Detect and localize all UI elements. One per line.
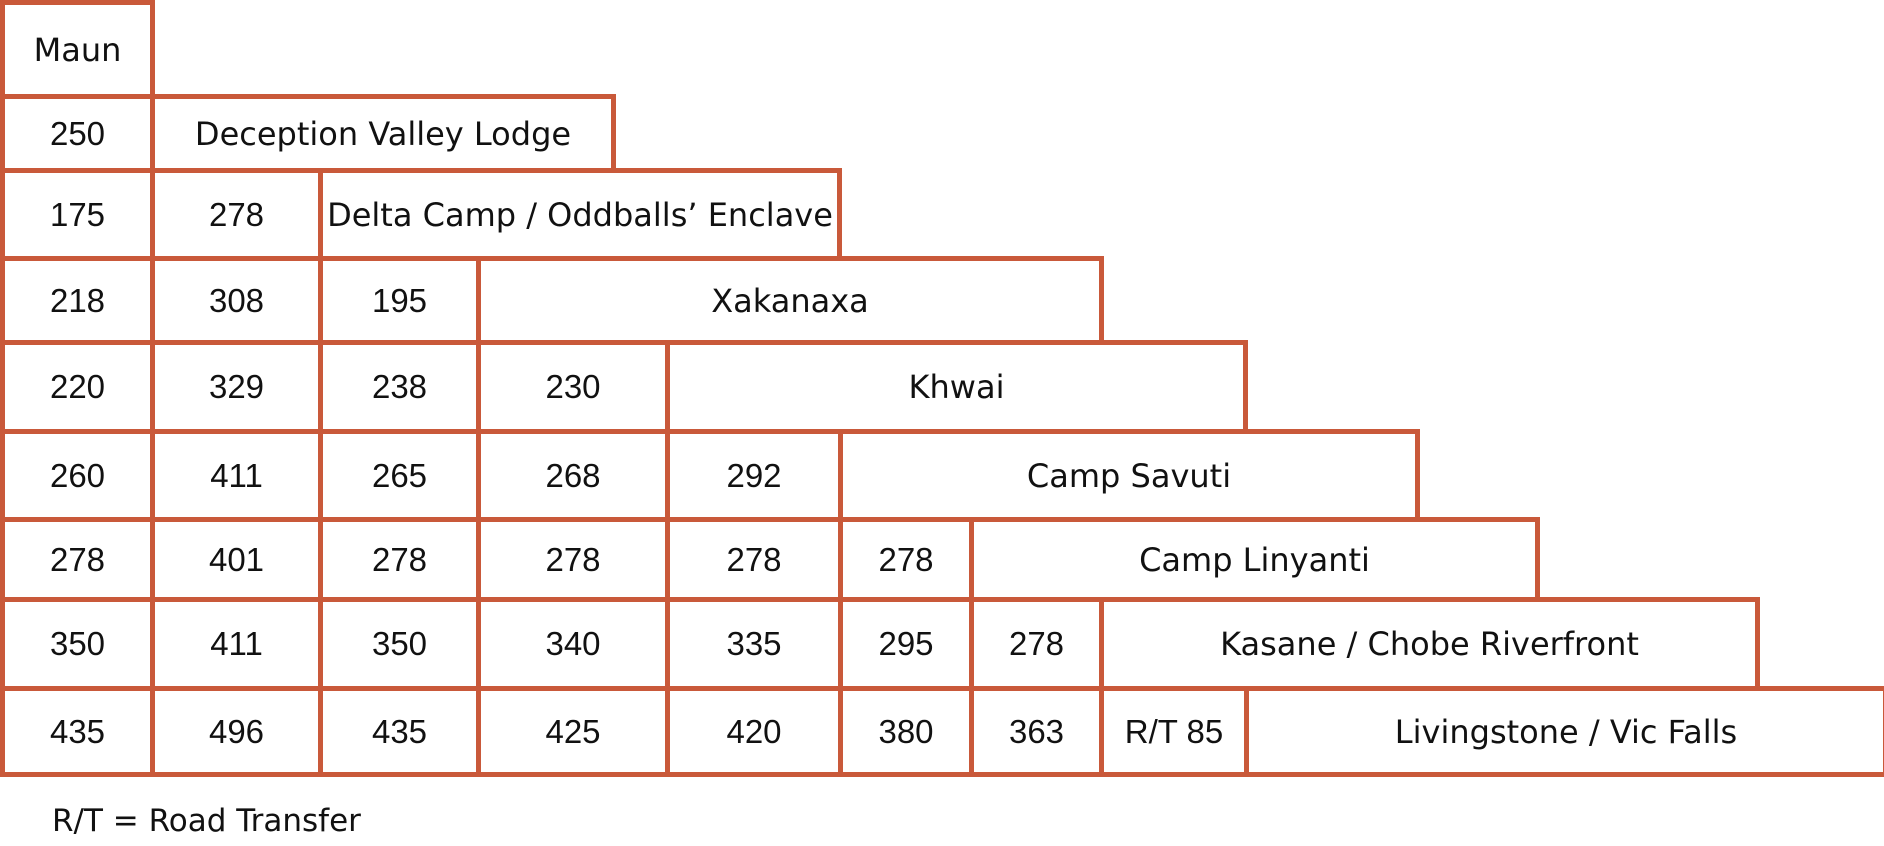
distance-cell: 220 bbox=[0, 340, 155, 434]
distance-cell: 278 bbox=[318, 517, 481, 602]
distance-cell: 175 bbox=[0, 168, 155, 261]
distance-cell: 292 bbox=[665, 429, 843, 522]
distance-cell: 435 bbox=[318, 686, 481, 777]
destination-label: Xakanaxa bbox=[476, 256, 1104, 345]
distance-cell: 420 bbox=[665, 686, 843, 777]
destination-label: Deception Valley Lodge bbox=[150, 94, 616, 173]
destination-label: Kasane / Chobe Riverfront bbox=[1099, 597, 1760, 691]
distance-cell: 308 bbox=[150, 256, 323, 345]
distance-cell: 435 bbox=[0, 686, 155, 777]
distance-cell: 278 bbox=[0, 517, 155, 602]
distance-cell: 268 bbox=[476, 429, 670, 522]
distance-cell: 380 bbox=[838, 686, 974, 777]
distance-cell: 278 bbox=[476, 517, 670, 602]
distance-cell: 218 bbox=[0, 256, 155, 345]
distance-cell: 238 bbox=[318, 340, 481, 434]
distance-cell: 401 bbox=[150, 517, 323, 602]
distance-cell: 340 bbox=[476, 597, 670, 691]
distance-cell: 350 bbox=[318, 597, 481, 691]
footnote: R/T = Road Transfer bbox=[52, 803, 361, 839]
distance-cell: 425 bbox=[476, 686, 670, 777]
distance-cell: 350 bbox=[0, 597, 155, 691]
distance-cell: 265 bbox=[318, 429, 481, 522]
distance-cell: 295 bbox=[838, 597, 974, 691]
destination-label: Delta Camp / Oddballs’ Enclave bbox=[318, 168, 842, 261]
distance-cell: 260 bbox=[0, 429, 155, 522]
distance-cell: 195 bbox=[318, 256, 481, 345]
distance-cell: 411 bbox=[150, 429, 323, 522]
destination-label: Khwai bbox=[665, 340, 1248, 434]
distance-cell: R/T 85 bbox=[1099, 686, 1249, 777]
distance-cell: 335 bbox=[665, 597, 843, 691]
distance-cell: 329 bbox=[150, 340, 323, 434]
distance-cell: 363 bbox=[969, 686, 1104, 777]
destination-label: Livingstone / Vic Falls bbox=[1244, 686, 1884, 777]
destination-label: Maun bbox=[0, 0, 155, 99]
distance-cell: 278 bbox=[150, 168, 323, 261]
destination-label: Camp Linyanti bbox=[969, 517, 1540, 602]
distance-cell: 278 bbox=[838, 517, 974, 602]
distance-cell: 496 bbox=[150, 686, 323, 777]
destination-label: Camp Savuti bbox=[838, 429, 1420, 522]
distance-cell: 278 bbox=[665, 517, 843, 602]
distance-cell: 250 bbox=[0, 94, 155, 173]
distance-cell: 278 bbox=[969, 597, 1104, 691]
distance-cell: 230 bbox=[476, 340, 670, 434]
distance-cell: 411 bbox=[150, 597, 323, 691]
